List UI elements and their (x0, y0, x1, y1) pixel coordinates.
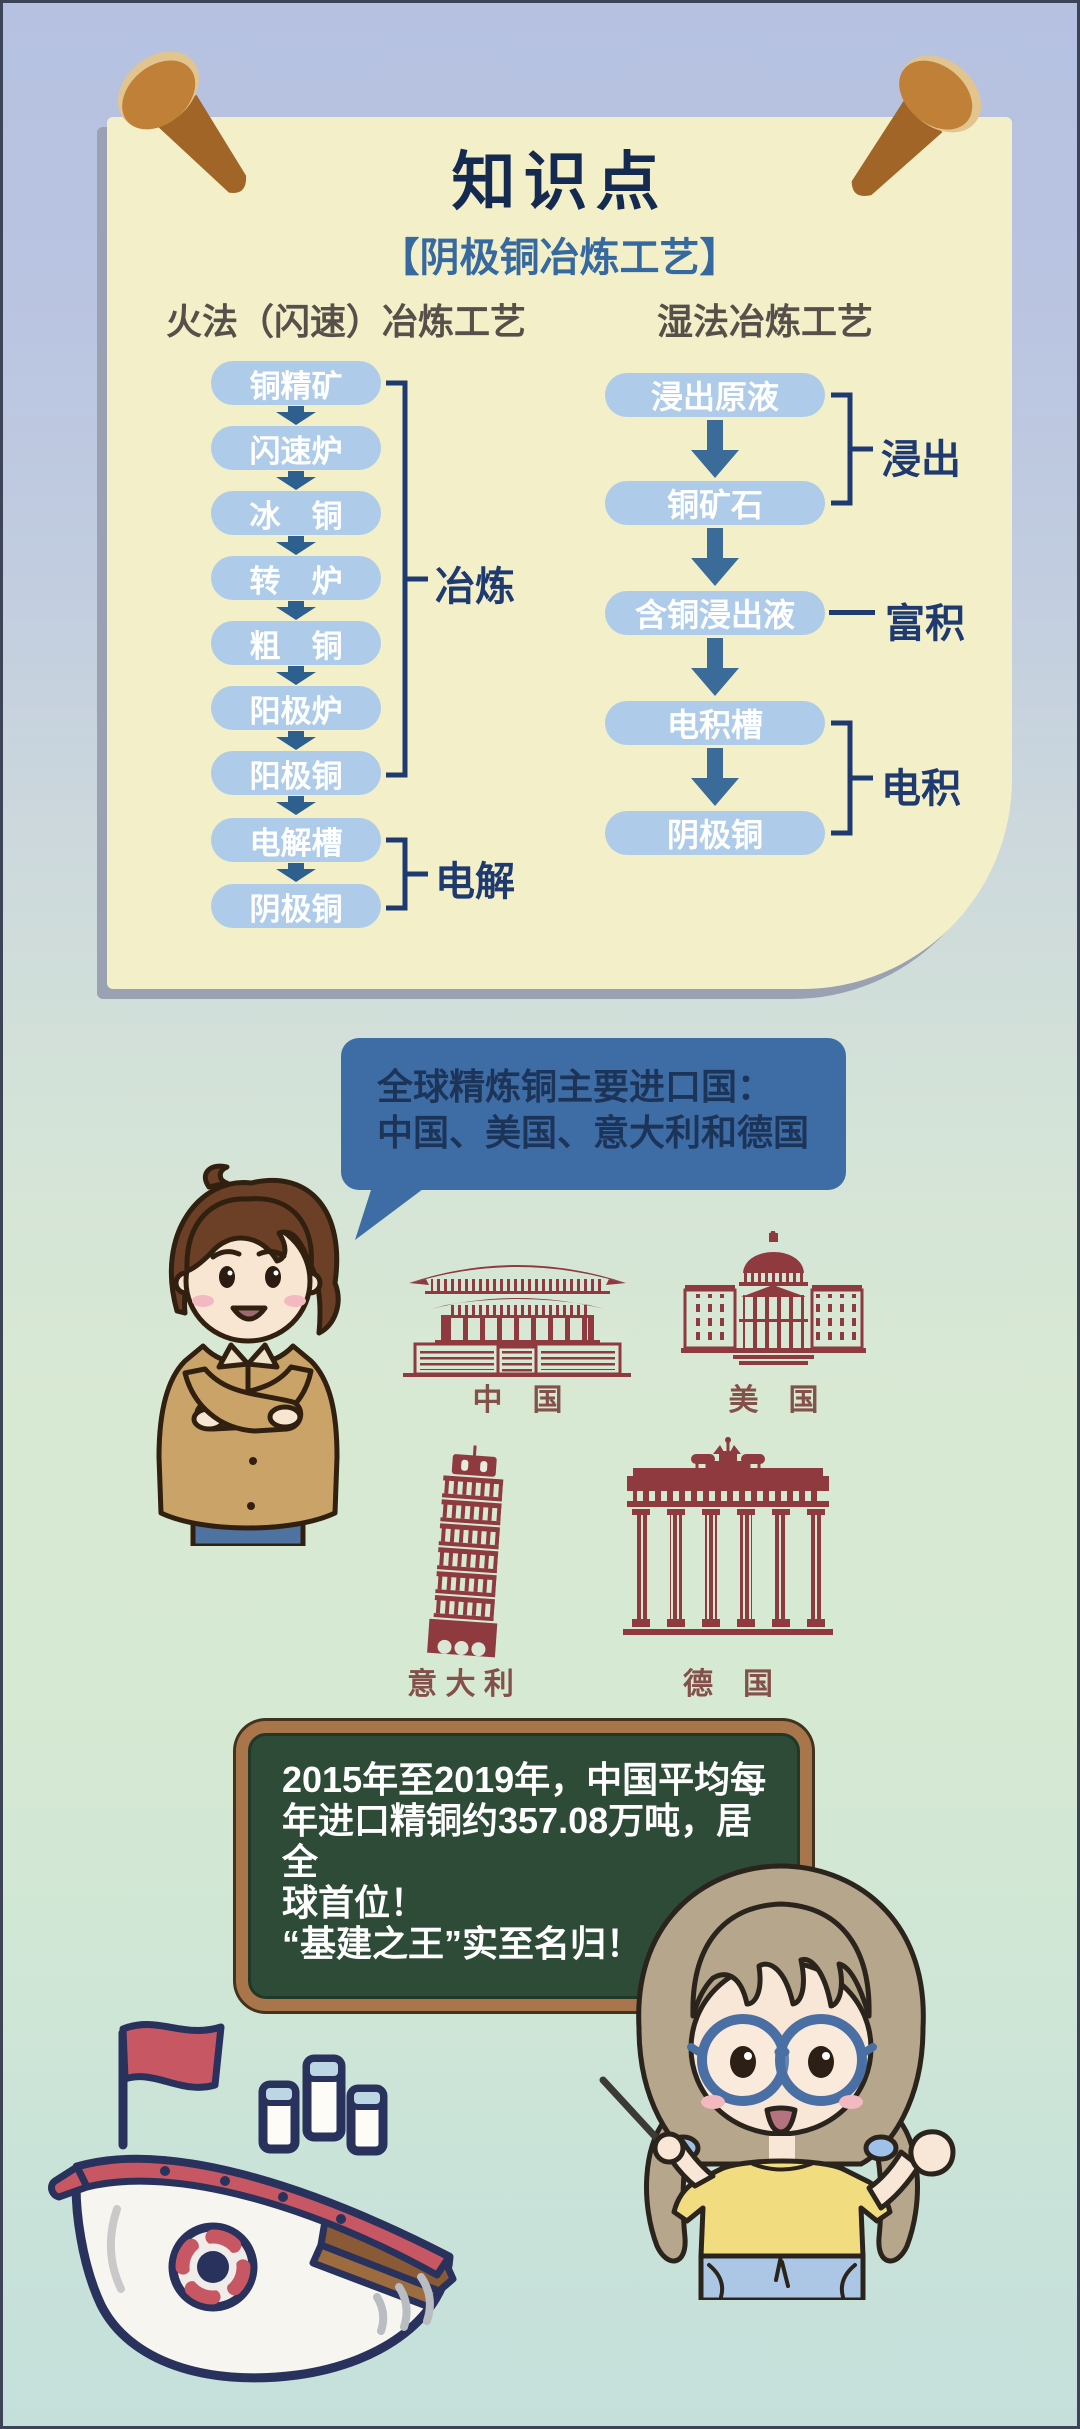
speech-bubble-tail (355, 1186, 427, 1240)
electrowinning-bracket (831, 720, 873, 836)
building-usa-illustration (681, 1231, 866, 1365)
flow-step-box: 铜矿石 (605, 481, 825, 525)
man-illustration (156, 1163, 341, 1546)
flow-step-box: 电积槽 (605, 701, 825, 745)
flow-arrow-icon (691, 420, 739, 478)
wet-process-header: 湿法冶炼工艺 (657, 301, 874, 342)
building-italy-illustration (427, 1445, 504, 1658)
flow-step-box: 铜精矿 (211, 361, 381, 405)
board-line-4: “基建之王”实至名归！ (282, 1923, 643, 1964)
bubble-line-1: 全球精炼铜主要进口国： (377, 1066, 774, 1107)
board-line-2: 年进口精铜约357.08万吨，居全 (282, 1800, 753, 1882)
building-germany-illustration (623, 1437, 833, 1635)
flow-step-box: 阴极铜 (605, 811, 825, 855)
flow-arrow-icon (276, 536, 316, 555)
ship-illustration (48, 2021, 457, 2383)
flow-arrow-icon (276, 471, 316, 490)
flow-arrow-icon (276, 406, 316, 425)
building-china-illustration (403, 1265, 631, 1377)
board-line-3: 球首位！ (282, 1882, 427, 1923)
flow-arrow-icon (691, 528, 739, 586)
flow-step-box: 电解槽 (211, 818, 381, 862)
flow-step-box: 阳极炉 (211, 686, 381, 730)
pin-right-icon (851, 55, 982, 196)
electrolysis-bracket-label: 电解 (435, 860, 515, 904)
board-line-1: 2015年至2019年，中国平均每 (282, 1759, 767, 1800)
smelting-bracket-label: 冶炼 (435, 565, 515, 609)
bubble-line-2: 中国、美国、意大利和德国 (377, 1112, 810, 1153)
flow-step-box: 转 炉 (211, 556, 381, 600)
country-label-italy: 意 大 利 (407, 1668, 514, 1701)
electrolysis-bracket (386, 837, 428, 911)
country-label-china: 中 国 (472, 1384, 563, 1417)
flow-step-box: 粗 铜 (211, 621, 381, 665)
enrichment-dash (829, 610, 875, 615)
flow-step-box: 浸出原液 (605, 373, 825, 417)
flow-arrow-icon (276, 796, 316, 815)
smelting-bracket (386, 380, 428, 778)
flow-step-box: 冰 铜 (211, 491, 381, 535)
flow-step-box: 闪速炉 (211, 426, 381, 470)
page-subtitle: 【阴极铜冶炼工艺】 (379, 236, 740, 280)
leaching-bracket (831, 392, 873, 506)
flow-arrow-icon (691, 638, 739, 696)
electrowinning-bracket-label: 电积 (881, 767, 961, 811)
country-label-germany: 德 国 (683, 1668, 773, 1701)
flow-arrow-icon (276, 863, 316, 882)
flow-step-box: 阴极铜 (211, 884, 381, 928)
girl-illustration (599, 1863, 956, 2300)
page-title: 知识点 (451, 146, 668, 218)
pin-left-icon (117, 51, 247, 194)
speech-bubble: 全球精炼铜主要进口国： 中国、美国、意大利和德国 (341, 1038, 846, 1190)
fire-process-header: 火法（闪速）冶炼工艺 (166, 301, 527, 342)
flow-arrow-icon (276, 666, 316, 685)
flow-step-box: 阳极铜 (211, 751, 381, 795)
enrichment-label: 富积 (885, 602, 965, 646)
flow-arrow-icon (276, 731, 316, 750)
flow-step-box: 含铜浸出液 (605, 591, 825, 635)
flow-arrow-icon (691, 748, 739, 806)
country-label-usa: 美 国 (728, 1384, 819, 1417)
flow-arrow-icon (276, 601, 316, 620)
leaching-bracket-label: 浸出 (881, 438, 961, 482)
